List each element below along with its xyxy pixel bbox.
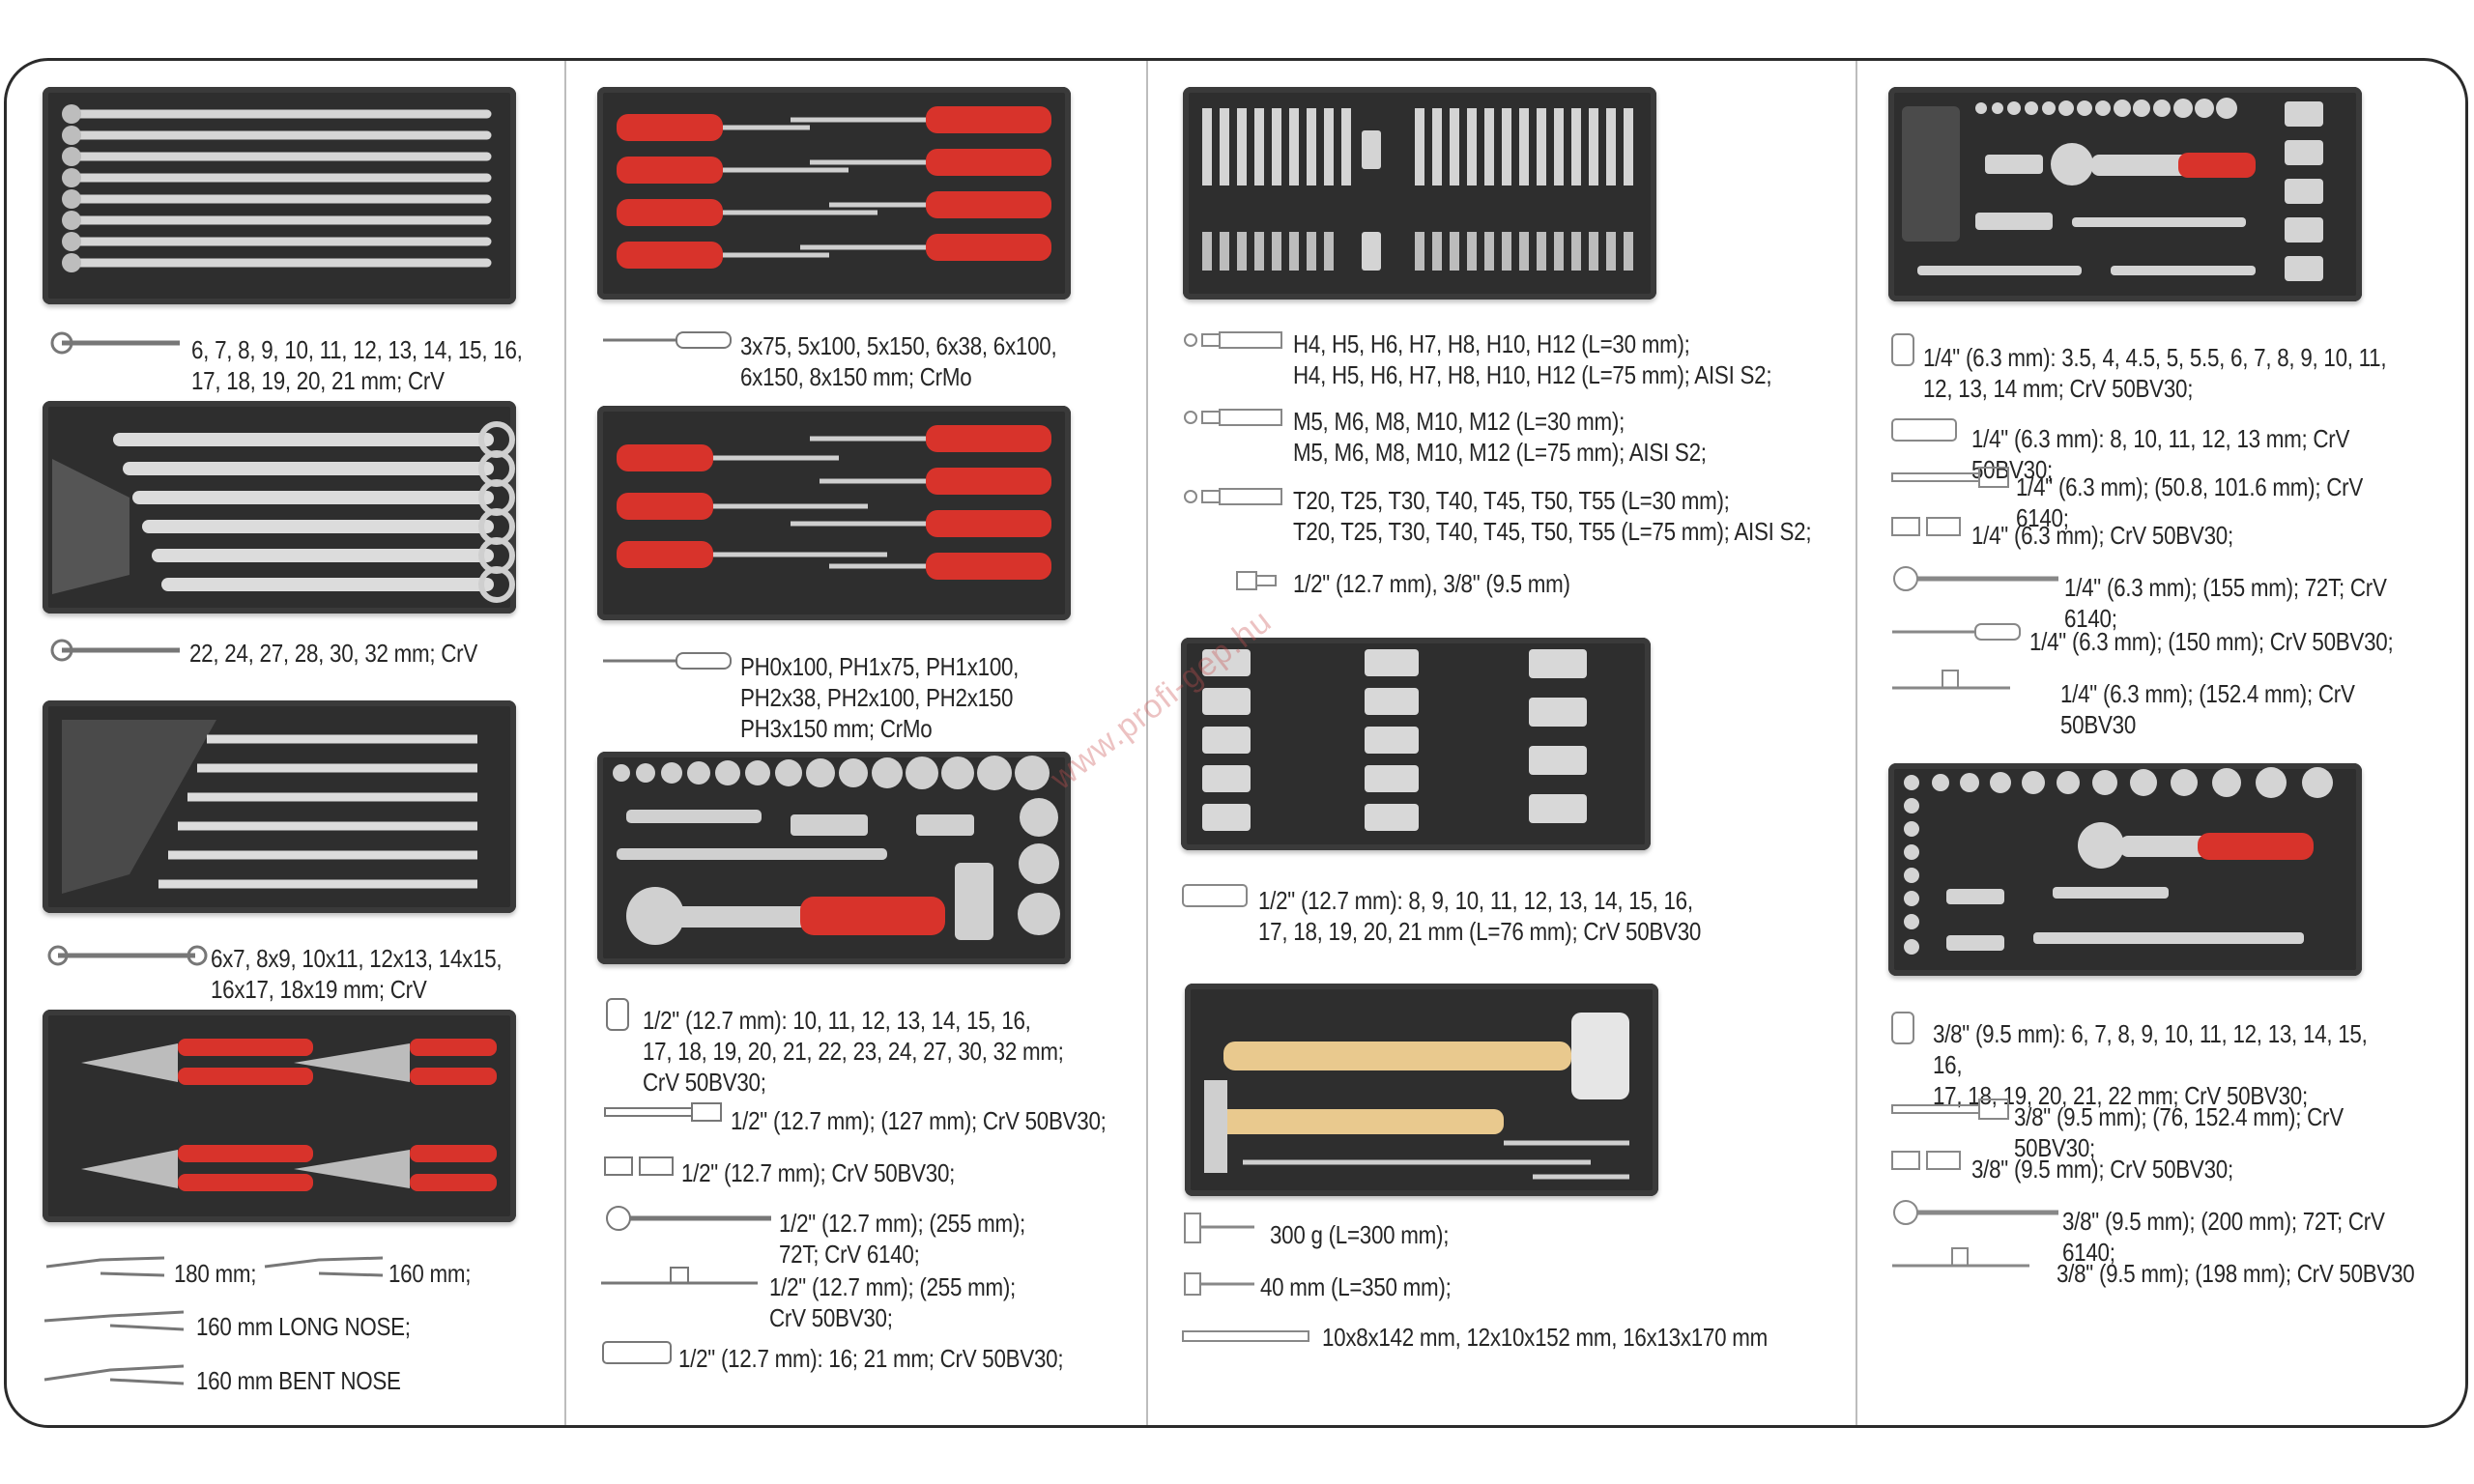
pliers-tray [43,1010,516,1222]
spline-bit-icon [1181,406,1287,429]
socket-icon [603,995,632,1034]
spec-three-eighths-extensions: 3/8" (9.5 mm); (76, 152.4 mm); CrV 50BV3… [2014,1102,2344,1162]
spec-three-eighths-sockets: 3/8" (9.5 mm): 6, 7, 8, 9, 10, 11, 12, 1… [1933,1019,2368,1110]
spec-quarter-inch-deep-sockets: 1/4" (6.3 mm): 8, 10, 11, 12, 13 mm; CrV… [1971,424,2350,484]
column-divider [1146,61,1148,1425]
spec-three-eighths-t-bar: 3/8" (9.5 mm); (198 mm); CrV 50BV30 [2057,1259,2415,1288]
universal-joint-icon [1888,1146,1966,1175]
spec-quarter-inch-t-bar: 1/4" (6.3 mm); (152.4 mm); CrV 50BV30 [2060,679,2355,739]
three-eighths-socket-tray [1888,763,2362,976]
socket-icon [1888,330,1917,369]
spec-quarter-inch-extensions: 1/4" (6.3 mm); (50.8, 101.6 mm); CrV 614… [2016,472,2364,532]
spec-hex-bits: H4, H5, H6, H7, H8, H10, H12 (L=30 mm); … [1293,329,1772,389]
spec-quarter-inch-universal-joint: 1/4" (6.3 mm); CrV 50BV30; [1971,521,2233,550]
phillips-screwdriver-tray [597,406,1071,620]
torx-bit-icon [1181,485,1287,508]
spark-plug-socket-icon [599,1338,676,1367]
spec-large-wrenches: 22, 24, 27, 28, 30, 32 mm; CrV [189,639,478,668]
spec-half-inch-sockets: 1/2" (12.7 mm): 10, 11, 12, 13, 14, 15, … [643,1006,1064,1097]
flat-screwdriver-tray [597,87,1071,300]
screwdriver-icon [599,649,734,672]
pliers-icon [43,1252,168,1281]
universal-joint-icon [1888,512,1966,541]
spec-three-eighths-universal-joint: 3/8" (9.5 mm); CrV 50BV30; [1971,1155,2233,1184]
long-nose-pliers-icon [43,1306,187,1335]
ring-wrench-tray [43,700,516,913]
extension-bar-icon [1888,1096,2014,1125]
t-bar-icon [1888,667,2014,696]
spec-quarter-inch-ratchet: 1/4" (6.3 mm); (155 mm); 72T; CrV 6140; [2064,573,2387,633]
spec-three-eighths-ratchet: 3/8" (9.5 mm); (200 mm); 72T; CrV 6140; [2062,1207,2385,1267]
column-divider [564,61,566,1425]
catalog-frame [4,58,2468,1428]
spec-pliers-160: 160 mm; [388,1259,472,1288]
bit-socket-tray [1183,87,1656,300]
spec-spark-plug-sockets: 1/2" (12.7 mm): 16; 21 mm; CrV 50BV30; [678,1344,1064,1373]
spec-flat-screwdrivers: 3x75, 5x100, 5x150, 6x38, 6x100, 6x150, … [740,331,1057,391]
t-bar-icon [597,1264,762,1293]
deep-socket-icon [1888,415,1962,444]
ring-wrench-icon [44,943,209,968]
socket-icon [1888,1009,1917,1047]
screwdriver-icon [599,328,734,352]
spec-t-bar: 1/2" (12.7 mm); (255 mm); CrV 50BV30; [769,1272,1016,1332]
spec-pliers-180: 180 mm; [174,1259,257,1288]
deep-socket-tray [1181,638,1651,850]
ratchet-icon [601,1204,775,1233]
combination-wrench-tray [43,87,516,304]
spec-extension-bar: 1/2" (12.7 mm); (127 mm); CrV 50BV30; [731,1106,1107,1135]
mallet-icon [1181,1270,1258,1298]
hammer-chisel-tray [1185,984,1658,1196]
chisel-icon [1179,1326,1314,1349]
spec-quarter-inch-sockets: 1/4" (6.3 mm): 3.5, 4, 4.5, 5, 5.5, 6, 7… [1923,343,2387,403]
spec-torx-bits: T20, T25, T30, T40, T45, T50, T55 (L=30 … [1293,486,1812,546]
ratchet-icon [1888,1198,2062,1227]
half-inch-socket-tray [597,752,1071,964]
spec-mallet: 40 mm (L=350 mm); [1260,1272,1452,1301]
spec-universal-joint: 1/2" (12.7 mm); CrV 50BV30; [681,1158,956,1187]
spec-phillips-screwdrivers: PH0x100, PH1x75, PH1x100, PH2x38, PH2x10… [740,652,1020,743]
spinner-handle-icon [1888,620,2024,643]
wrench-icon [48,330,184,356]
hammer-icon [1181,1208,1258,1246]
pliers-icon [261,1252,387,1281]
bent-nose-pliers-icon [43,1360,187,1389]
extension-bar-icon [601,1099,727,1125]
spec-deep-sockets: 1/2" (12.7 mm): 8, 9, 10, 11, 12, 13, 14… [1258,886,1702,946]
bit-adapter-icon [1233,568,1281,593]
t-bar-icon [1888,1244,2033,1273]
column-divider [1856,61,1857,1425]
spec-ratchet: 1/2" (12.7 mm); (255 mm); 72T; CrV 6140; [779,1209,1025,1269]
quarter-inch-socket-tray [1888,87,2362,301]
deep-socket-icon [1179,881,1252,910]
ratchet-icon [1888,564,2062,593]
spec-ring-wrenches: 6x7, 8x9, 10x11, 12x13, 14x15, 16x17, 18… [211,944,503,1004]
spec-quarter-inch-spinner: 1/4" (6.3 mm); (150 mm); CrV 50BV30; [2029,627,2394,656]
spec-bent-nose-pliers: 160 mm BENT NOSE [196,1366,401,1395]
spec-long-nose-pliers: 160 mm LONG NOSE; [196,1312,411,1341]
universal-joint-icon [601,1152,678,1181]
spec-chisels-punches: 10x8x142 mm, 12x10x152 mm, 16x13x170 mm [1322,1323,1768,1352]
spec-hammer: 300 g (L=300 mm); [1270,1220,1450,1249]
spec-combination-wrenches: 6, 7, 8, 9, 10, 11, 12, 13, 14, 15, 16, … [191,335,523,395]
large-wrench-tray [43,401,516,614]
spec-spline-bits: M5, M6, M8, M10, M12 (L=30 mm); M5, M6, … [1293,407,1707,467]
wrench-icon [48,638,184,663]
hex-bit-icon [1181,328,1287,352]
spec-bit-adapters: 1/2" (12.7 mm), 3/8" (9.5 mm) [1293,569,1570,598]
extension-bar-icon [1888,464,2014,493]
